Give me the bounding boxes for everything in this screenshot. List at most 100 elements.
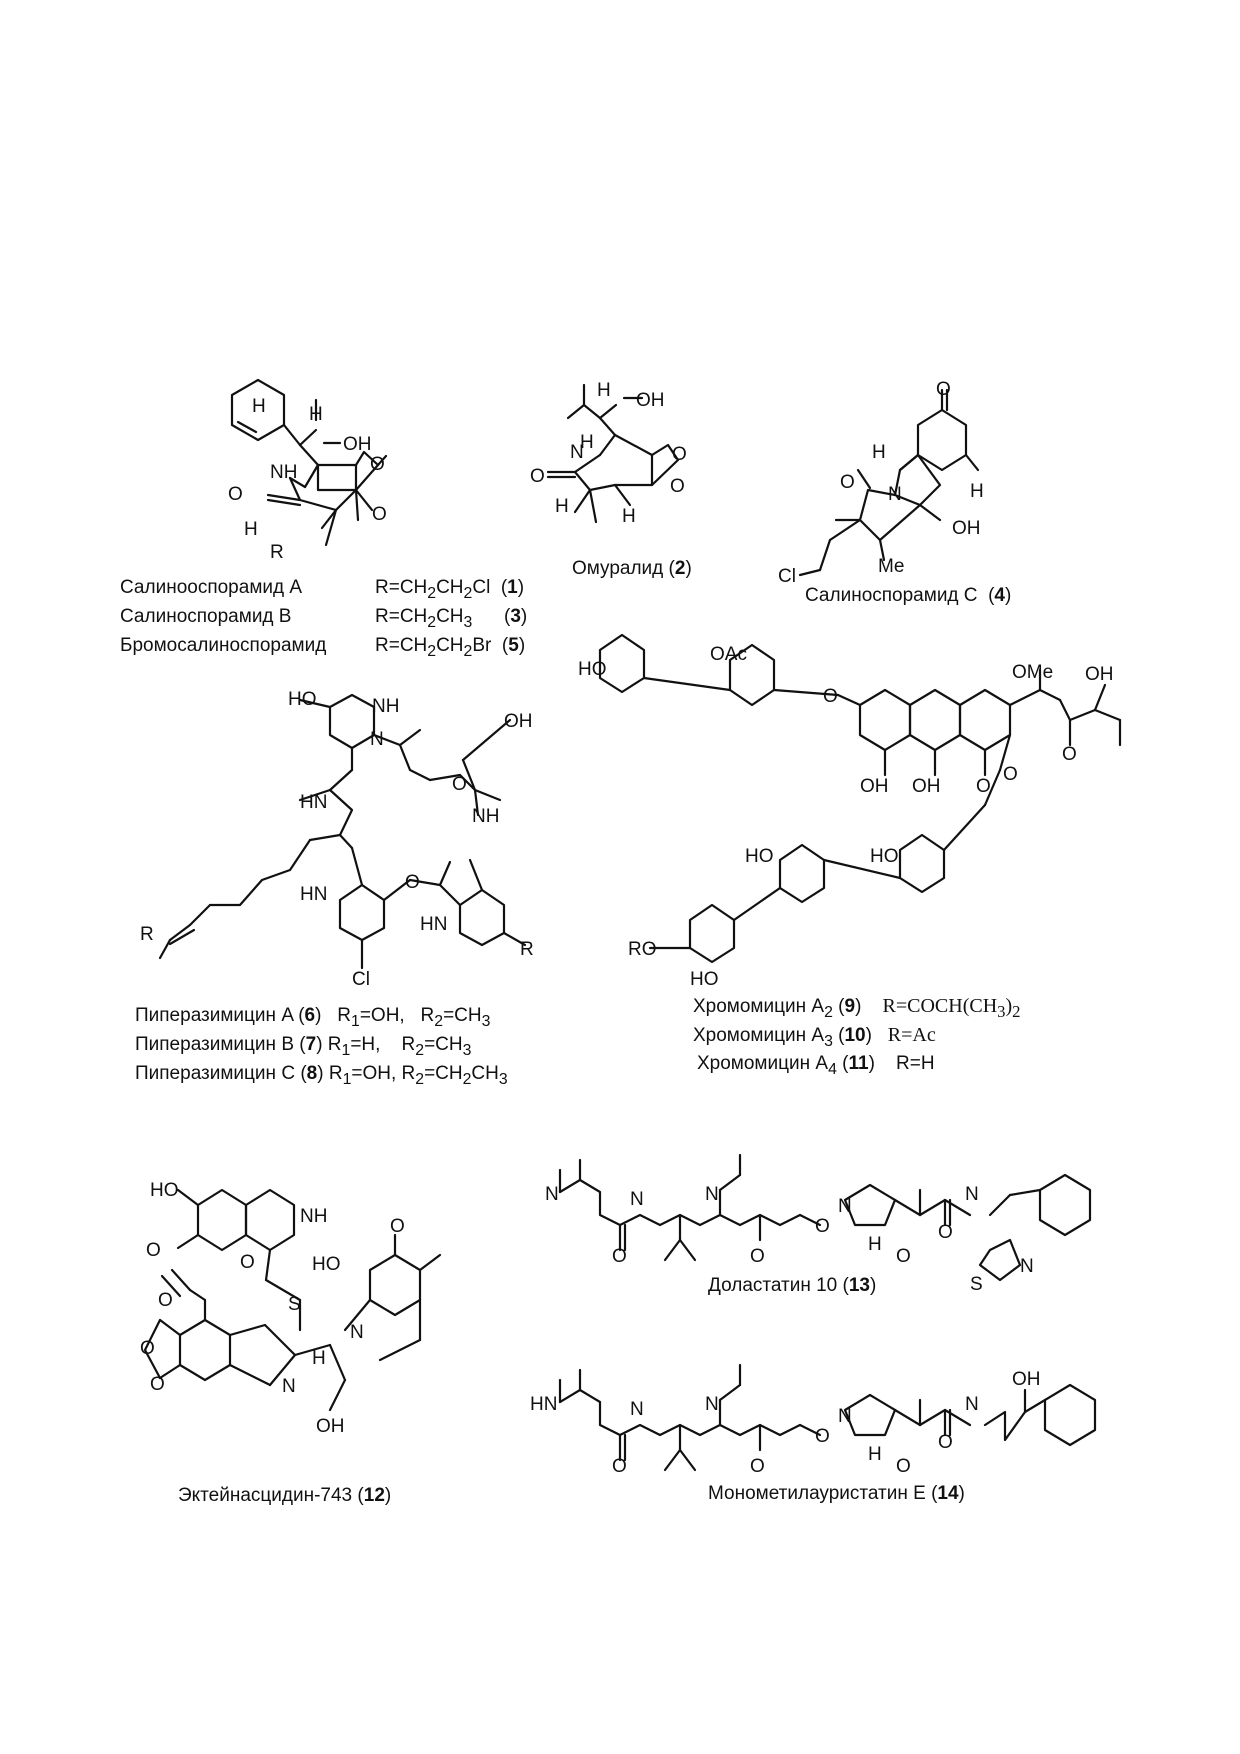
atom-h: H	[312, 1348, 326, 1369]
structure-piperazimycin: HO NH N O OH HN NH HN O HN Cl R R	[140, 689, 534, 990]
atom-o: O	[405, 872, 420, 893]
structure-ecteinascidin: HO O NH O O S HO O N H N O O OH	[140, 1180, 442, 1437]
atom-nh: NH	[472, 806, 499, 827]
caption-compound-4: Салиноспорамид C (4)	[805, 585, 1012, 606]
atom-n: N	[630, 1189, 644, 1210]
atom-s: S	[970, 1274, 983, 1295]
atom-o: O	[672, 444, 687, 465]
atom-h: H	[309, 404, 323, 425]
atom-o: O	[370, 454, 385, 475]
atom-o: O	[670, 476, 685, 497]
atom-o: O	[140, 1338, 155, 1359]
atom-n: N	[888, 484, 902, 505]
caption-compound-13: Доластатин 10 (13)	[708, 1275, 877, 1296]
caption-compound-3: Салиноспорамид B	[120, 606, 292, 627]
atom-o: O	[612, 1246, 627, 1267]
atom-o: O	[896, 1246, 911, 1267]
atom-ho: HO	[870, 846, 899, 867]
atom-n: N	[570, 442, 584, 463]
atom-n: N	[282, 1376, 296, 1397]
atom-h: H	[244, 519, 258, 540]
atom-o: O	[896, 1456, 911, 1477]
caption-compound-10: Хромомицин A3 (10) R=Ac	[693, 1024, 936, 1050]
atom-hn: HN	[420, 914, 447, 935]
atom-n: N	[838, 1196, 852, 1217]
atom-hn: HN	[300, 884, 327, 905]
atom-n: N	[630, 1399, 644, 1420]
atom-n: N	[965, 1394, 979, 1415]
caption-compound-9: Хромомицин A2 (9) R=COCH(CH3)2	[693, 995, 1021, 1021]
caption-compound-11: Хромомицин A4 (11) R=H	[697, 1053, 935, 1078]
caption-compound-12: Эктейнасцидин-743 (12)	[178, 1485, 392, 1506]
structure-salinosporamide-a: H H OH NH O O O H R	[228, 378, 388, 563]
atom-ho: HO	[312, 1254, 341, 1275]
atom-oh: OH	[343, 434, 372, 455]
atom-ome: OMe	[1012, 662, 1053, 683]
structure-omuralide: OH H N H O O O H H	[530, 380, 687, 527]
atom-ho: HO	[578, 659, 607, 680]
atom-o: O	[750, 1246, 765, 1267]
atom-n: N	[545, 1184, 559, 1205]
atom-hn: HN	[300, 792, 327, 813]
atom-o: O	[452, 774, 467, 795]
atom-s: S	[288, 1294, 301, 1315]
atom-o: O	[815, 1216, 830, 1237]
atom-h: H	[622, 506, 636, 527]
atom-n: N	[350, 1322, 364, 1343]
structure-chromomycin: O OMe OH O OH OH O O OAc HO HO HO RO HO	[578, 633, 1122, 990]
atom-ho: HO	[288, 689, 317, 710]
atom-ho: HO	[745, 846, 774, 867]
rgroup-compound-3: R=CH2CH3 (3)	[375, 606, 528, 631]
atom-h: H	[872, 442, 886, 463]
structure-dolastatin-10: N N N O O O N H O O N S N	[545, 1153, 1092, 1295]
atom-o: O	[938, 1222, 953, 1243]
atom-oh: OH	[636, 390, 665, 411]
structure-mmae: HN N N O O O N H O O N OH	[530, 1363, 1097, 1477]
atom-o: O	[976, 776, 991, 797]
atom-oh: OH	[860, 776, 889, 797]
atom-hn: HN	[530, 1394, 557, 1415]
caption-compound-6: Пиперазимицин A (6) R1=OH, R2=CH3	[135, 1005, 491, 1030]
atom-o: O	[840, 472, 855, 493]
caption-compound-8: Пиперазимицин C (8) R1=OH, R2=CH2CH3	[135, 1063, 508, 1088]
atom-h: H	[868, 1234, 882, 1255]
atom-n: N	[705, 1184, 719, 1205]
rgroup-compound-5: R=CH2CH2Br (5)	[375, 635, 526, 660]
atom-h: H	[580, 432, 594, 453]
atom-n: N	[370, 729, 384, 750]
atom-r1: R	[520, 939, 534, 960]
atom-o: O	[938, 1432, 953, 1453]
caption-compound-7: Пиперазимицин B (7) R1=H, R2=CH3	[135, 1034, 472, 1059]
atom-oh: OH	[316, 1416, 345, 1437]
atom-o: O	[158, 1290, 173, 1311]
atom-nh: NH	[270, 462, 297, 483]
atom-me: Me	[878, 556, 904, 577]
atom-n: N	[965, 1184, 979, 1205]
atom-o: O	[612, 1456, 627, 1477]
atom-o: O	[823, 686, 838, 707]
atom-r2: R	[140, 924, 154, 945]
atom-o: O	[390, 1216, 405, 1237]
atom-n: N	[838, 1406, 852, 1427]
rgroup-compound-1: R=CH2CH2Cl (1)	[375, 577, 525, 602]
atom-o: O	[815, 1426, 830, 1447]
atom-o: O	[228, 484, 243, 505]
atom-o: O	[150, 1374, 165, 1395]
atom-ro: RO	[628, 939, 657, 960]
atom-h: H	[597, 380, 611, 401]
atom-o: O	[1062, 744, 1077, 765]
atom-cl: Cl	[778, 566, 796, 587]
atom-o: O	[1003, 764, 1018, 785]
caption-compound-1: Салинооспорамид A	[120, 577, 303, 598]
atom-nh: NH	[300, 1206, 327, 1227]
atom-o: O	[146, 1240, 161, 1261]
atom-o: O	[240, 1252, 255, 1273]
atom-oh: OH	[1012, 1369, 1041, 1390]
caption-compound-2: Омуралид (2)	[572, 558, 692, 579]
atom-o: O	[936, 379, 951, 400]
atom-ho: HO	[150, 1180, 179, 1201]
atom-oh: OH	[1085, 664, 1114, 685]
atom-o: O	[372, 504, 387, 525]
atom-cl: Cl	[352, 969, 370, 990]
atom-o: O	[530, 466, 545, 487]
